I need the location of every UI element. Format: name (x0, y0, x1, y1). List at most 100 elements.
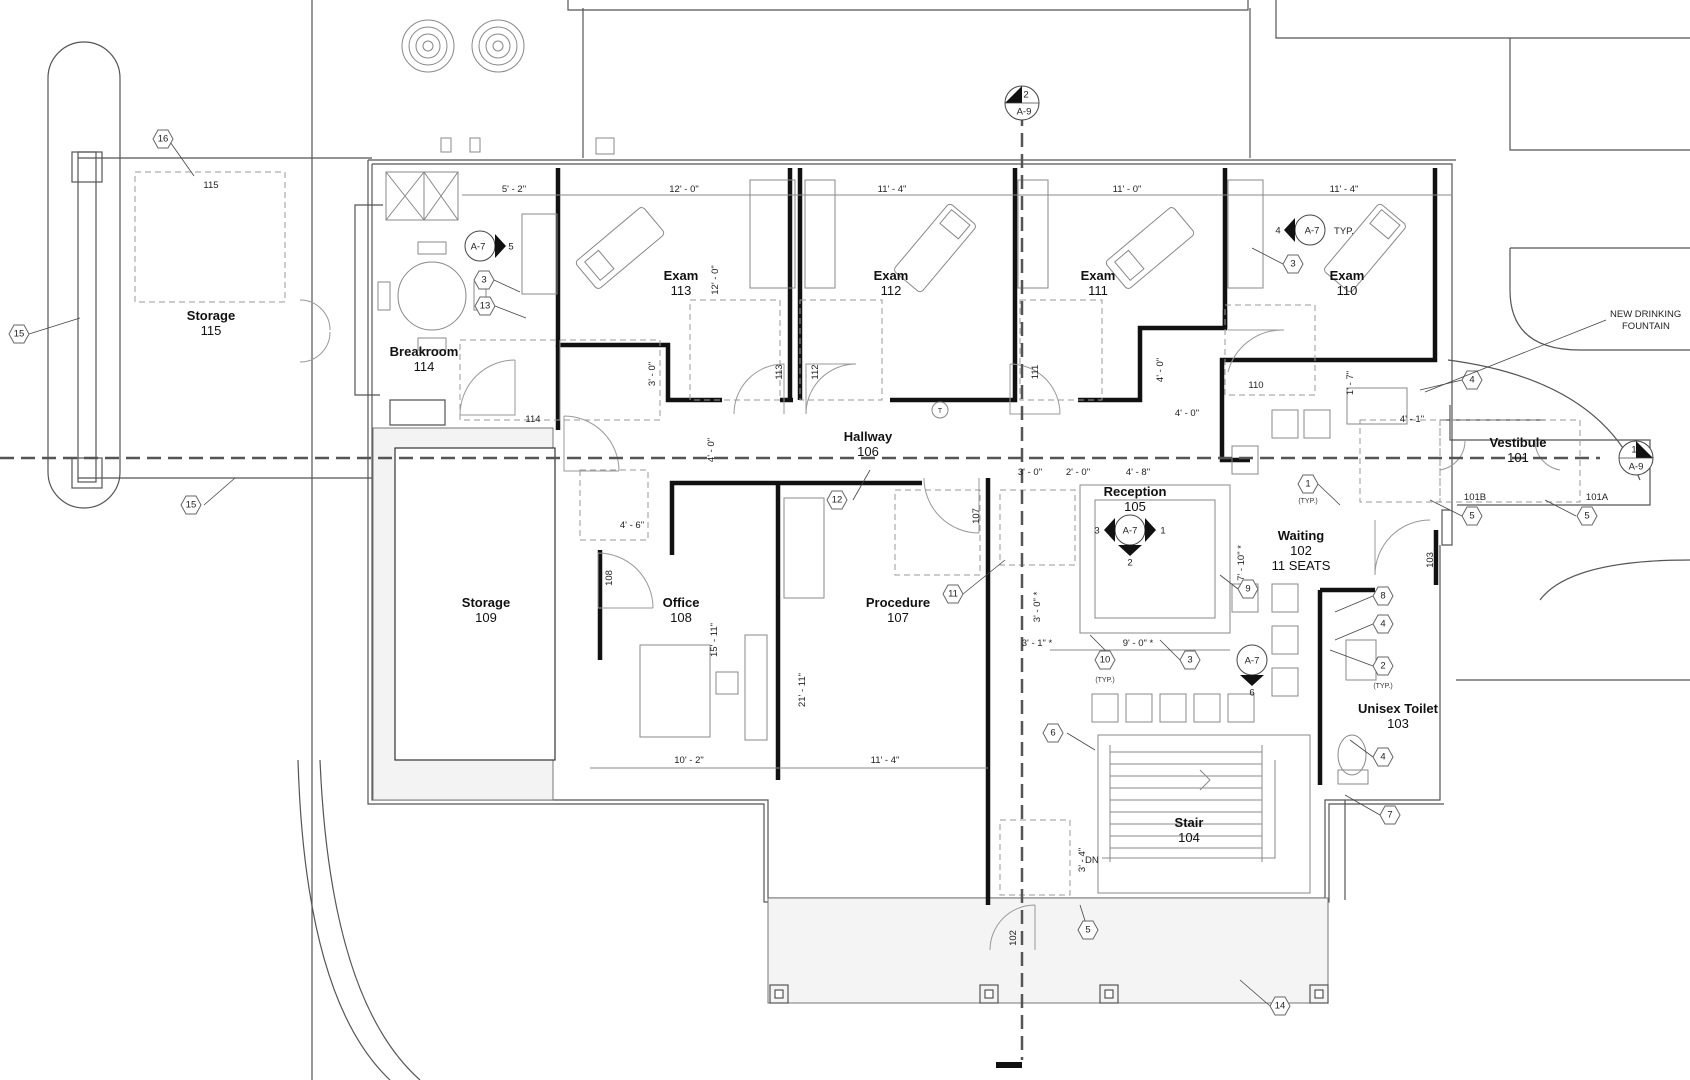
svg-text:4: 4 (1275, 226, 1280, 237)
svg-text:113: 113 (671, 283, 692, 298)
keynote-tag: 4 (1419, 370, 1483, 391)
svg-text:104: 104 (1178, 830, 1200, 845)
svg-text:3: 3 (1187, 655, 1192, 666)
door-tag: 101B (1464, 492, 1486, 503)
breakroom-table (377, 241, 487, 351)
svg-text:A-7: A-7 (1245, 656, 1260, 667)
dimension-label: 11' - 4" (871, 755, 900, 766)
svg-text:4: 4 (1469, 375, 1474, 386)
svg-text:A-9: A-9 (1629, 462, 1644, 473)
dimension-label: 4' - 8" (1126, 467, 1150, 478)
dimension-label: 4' - 1" (1400, 414, 1424, 425)
doors (134, 171, 1581, 951)
svg-text:TYP.: TYP. (1334, 226, 1354, 237)
svg-text:Reception: Reception (1104, 484, 1167, 499)
svg-text:Storage: Storage (462, 595, 510, 610)
note-drinking-fountain-line2: FOUNTAIN (1622, 321, 1670, 332)
casework (385, 171, 1408, 785)
door-tag: 110 (1248, 380, 1263, 391)
svg-text:Breakroom: Breakroom (390, 344, 459, 359)
keynote-tag: 10 (1089, 634, 1116, 670)
door-tag: 115 (203, 180, 218, 191)
keynote-tag: 7 (1344, 794, 1401, 825)
svg-text:105: 105 (1124, 499, 1146, 514)
svg-text:11: 11 (948, 589, 958, 600)
svg-text:15: 15 (186, 500, 197, 511)
svg-text:111: 111 (1088, 283, 1108, 298)
keynote-tag: 1 (1297, 474, 1341, 506)
dimension-label: 4' - 0" (1175, 408, 1199, 419)
keynote-tag: 13 (474, 296, 527, 319)
svg-text:Procedure: Procedure (866, 595, 930, 610)
svg-text:107: 107 (887, 610, 909, 625)
section-marker-1: 1 A-9 (1618, 440, 1654, 476)
dimension-label: 4' - 6" (620, 520, 644, 531)
section-marker-2: 2 A-9 (1004, 85, 1040, 121)
svg-text:2: 2 (1380, 661, 1385, 672)
svg-text:Stair: Stair (1175, 815, 1204, 830)
svg-text:6: 6 (1050, 728, 1055, 739)
svg-text:8: 8 (1380, 591, 1385, 602)
door-tag: 111 (1030, 365, 1041, 379)
svg-text:101: 101 (1507, 450, 1529, 465)
door-tags: 115 114 113 112 111 110 108 107 103 101B… (203, 180, 1608, 946)
dimension-label: 3' - 1" * (1022, 638, 1053, 649)
dimension-label: 2' - 0" (1066, 467, 1090, 478)
dimension-label: 7' - 10" * (1236, 545, 1247, 581)
svg-text:5: 5 (508, 242, 513, 253)
dimension-strings: 5' - 2" 12' - 0" 11' - 4" 11' - 0" 11' -… (462, 184, 1452, 872)
svg-text:6: 6 (1249, 688, 1254, 699)
svg-text:9: 9 (1245, 584, 1250, 595)
dimension-label: 3' - 0" * (1032, 591, 1043, 622)
keynote-tag: 4 (1334, 614, 1394, 641)
svg-text:(TYP.): (TYP.) (1373, 683, 1392, 690)
svg-text:Office: Office (663, 595, 700, 610)
toilet-indicator-label: T (938, 408, 943, 415)
dimension-label: 12' - 0" (710, 265, 721, 294)
elevation-marker-exam-110: A-7 4 (1275, 214, 1326, 246)
note-drinking-fountain-line1: NEW DRINKING (1610, 309, 1681, 320)
svg-text:Exam: Exam (1081, 268, 1116, 283)
dimension-label: 11' - 4" (878, 184, 907, 195)
svg-text:3: 3 (1094, 526, 1099, 537)
svg-text:1: 1 (1305, 479, 1310, 490)
door-tag: 112 (810, 364, 821, 379)
keynote-tag: 15 (180, 477, 236, 515)
svg-text:Storage: Storage (187, 308, 235, 323)
svg-text:108: 108 (670, 610, 692, 625)
svg-text:7: 7 (1387, 810, 1392, 821)
dimension-label: 3' - 0" (1018, 467, 1042, 478)
keynote-tag: 11 (942, 559, 1006, 604)
annotations: NEW DRINKING FOUNTAIN DN T (931, 309, 1681, 866)
dimension-label: 4' - 0" (1155, 358, 1166, 382)
keynote-tag: 5 (1544, 499, 1598, 526)
svg-text:Hallway: Hallway (844, 429, 893, 444)
svg-text:2: 2 (1127, 558, 1132, 569)
door-tag: 107 (971, 508, 982, 524)
svg-text:3: 3 (1290, 259, 1295, 270)
svg-text:5: 5 (1469, 511, 1474, 522)
svg-text:4: 4 (1380, 619, 1385, 630)
dimension-label: 15' - 11" (709, 623, 720, 657)
door-tag: 113 (774, 364, 785, 379)
svg-text:10: 10 (1100, 655, 1111, 666)
svg-text:110: 110 (1337, 283, 1358, 298)
svg-text:102: 102 (1290, 543, 1312, 558)
dimension-label: 3' - 0" (647, 362, 658, 386)
svg-text:103: 103 (1387, 716, 1409, 731)
site-context (47, 0, 1690, 1080)
dimension-label: 4' - 0" (706, 438, 717, 462)
svg-text:A-9: A-9 (1017, 107, 1032, 118)
waiting-chairs (1091, 409, 1331, 723)
grid-lines (0, 112, 1600, 1068)
svg-text:13: 13 (480, 301, 491, 312)
keynote-tag: 16 (152, 129, 195, 177)
stair-down-label: DN (1085, 855, 1099, 866)
svg-text:16: 16 (158, 134, 169, 145)
